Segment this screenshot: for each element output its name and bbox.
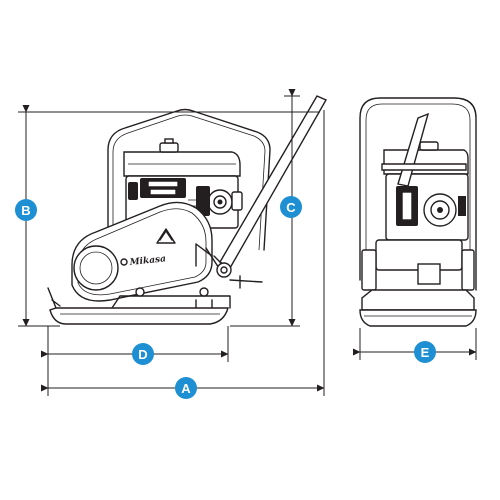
badge-b-label: B — [21, 203, 30, 218]
badge-e-label: E — [421, 345, 430, 360]
badge-c: C — [280, 196, 302, 218]
badge-c-label: C — [286, 200, 296, 215]
badge-d-label: D — [138, 347, 147, 362]
badge-a: A — [175, 377, 197, 399]
front-view-compactor — [359, 97, 477, 327]
badge-b: B — [15, 199, 37, 221]
badge-d: D — [132, 343, 154, 365]
badge-e: E — [414, 341, 436, 363]
side-view-compactor: Mikasa — [47, 95, 327, 325]
badge-a-label: A — [181, 381, 191, 396]
brand-label: Mikasa — [128, 254, 166, 268]
